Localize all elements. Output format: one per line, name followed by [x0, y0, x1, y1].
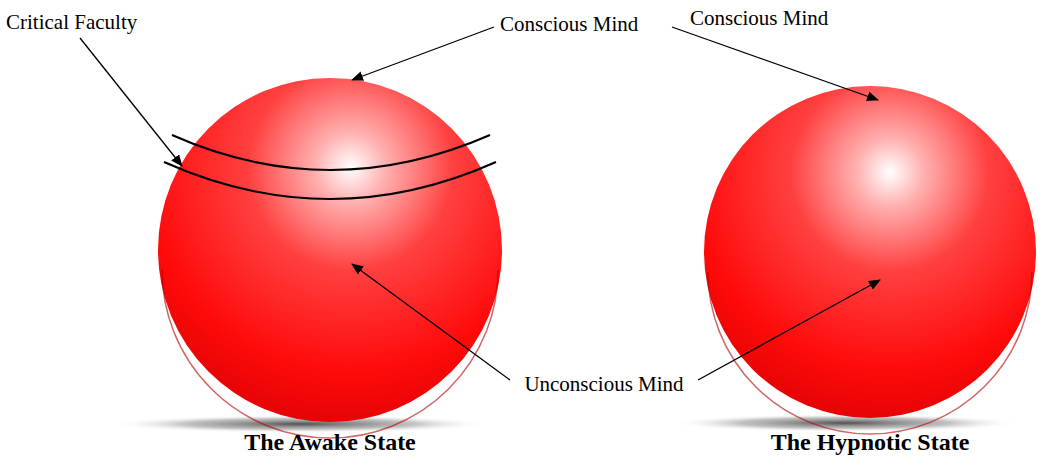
- leader-arrow: [80, 38, 182, 166]
- state-title: The Hypnotic State: [771, 428, 970, 456]
- critical-faculty-band: [172, 135, 490, 170]
- part-label: Conscious Mind: [500, 12, 638, 36]
- part-label: Unconscious Mind: [524, 372, 683, 396]
- sphere-rim: [708, 272, 1032, 434]
- sphere-rim: [162, 270, 498, 438]
- leader-arrow: [698, 280, 880, 380]
- leader-arrow: [352, 27, 494, 80]
- awake-sphere: [158, 78, 502, 422]
- leader-arrow: [352, 264, 510, 380]
- part-label: Conscious Mind: [690, 6, 828, 30]
- part-label: Critical Faculty: [6, 10, 137, 34]
- critical-faculty-band: [164, 162, 496, 199]
- leader-arrow: [672, 27, 878, 100]
- state-title: The Awake State: [244, 428, 416, 456]
- hypnotic-sphere: [704, 86, 1036, 418]
